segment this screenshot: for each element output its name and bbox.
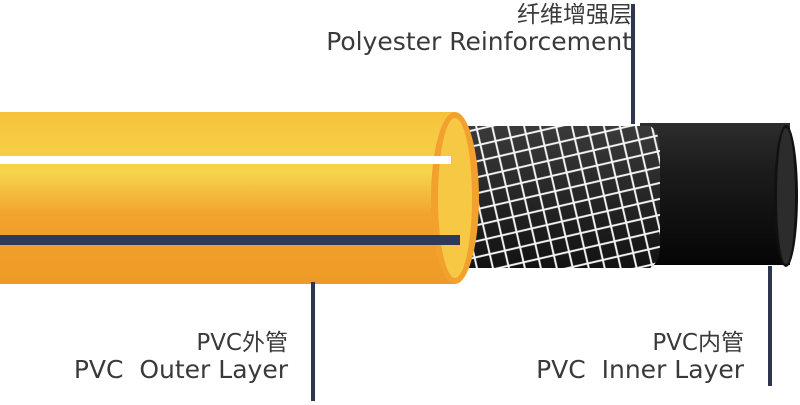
label-outer-layer-cn: PVC外管 bbox=[196, 330, 288, 356]
label-inner-layer-cn: PVC内管 bbox=[652, 330, 744, 356]
label-inner-layer: PVC内管 PVC Inner Layer bbox=[536, 330, 744, 385]
outer-layer-body bbox=[0, 112, 455, 284]
navy-stripe bbox=[0, 235, 460, 245]
label-reinforcement: 纤维增强层 Polyester Reinforcement bbox=[326, 2, 632, 57]
outer-layer-end-rim bbox=[438, 118, 472, 278]
outer-layer bbox=[0, 112, 479, 284]
label-outer-layer-en: PVC Outer Layer bbox=[73, 355, 288, 385]
inner-tube-body bbox=[640, 123, 790, 265]
label-reinforcement-cn: 纤维增强层 bbox=[517, 2, 632, 28]
label-inner-layer-en: PVC Inner Layer bbox=[536, 355, 744, 385]
inner-tube-end-highlight bbox=[777, 128, 795, 264]
label-outer-layer: PVC外管 PVC Outer Layer bbox=[74, 330, 288, 385]
label-reinforcement-en: Polyester Reinforcement bbox=[326, 27, 632, 57]
inner-tube bbox=[640, 123, 798, 267]
white-stripe bbox=[0, 156, 451, 164]
